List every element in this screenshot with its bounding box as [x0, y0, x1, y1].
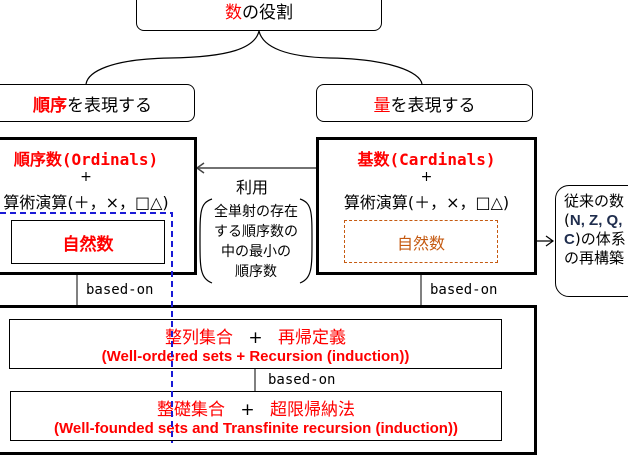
root-box: 数の役割: [136, 0, 382, 31]
callout-paren: (: [564, 211, 570, 229]
based-on-label-right: based-on: [430, 282, 498, 298]
well-founded-sets: 整礎集合: [156, 400, 225, 420]
well-founded-jp: 整礎集合 + 超限帰納法: [157, 395, 355, 420]
left-paren: [199, 198, 213, 284]
brace-connector: [258, 30, 423, 85]
well-ordered-jp: 整列集合 + 再帰定義: [165, 323, 346, 348]
ordinals-operations: 算術演算(＋，×，□△): [3, 193, 169, 212]
well-ordered-box: 整列集合 + 再帰定義 (Well-ordered sets + Recursi…: [9, 319, 502, 369]
cardinals-title: 基数(Cardinals): [357, 150, 496, 169]
usage-note-line: 全単射の存在: [214, 204, 298, 220]
ordinals-box: 順序数(Ordinals) + 算術演算(＋，×，□△) 自然数: [0, 137, 197, 275]
callout-line: (N, Z, Q,: [564, 211, 628, 230]
order-highlight: 順序: [33, 95, 67, 116]
usage-note: 全単射の存在 する順序数の 中の最小の 順序数: [203, 202, 309, 282]
well-founded-en: (Well-founded sets and Transfinite recur…: [54, 420, 458, 437]
well-ordered-en: (Well-ordered sets + Recursion (inductio…: [101, 348, 410, 365]
order-role-box: 順序を表現する: [0, 84, 195, 122]
callout-box: 従来の数 (N, Z, Q, C)の体系 の再構築: [555, 185, 628, 297]
based-on-label-inner: based-on: [268, 372, 336, 388]
quantity-rest: を表現する: [390, 95, 476, 116]
cardinals-box: 基数(Cardinals) + 算術演算(＋，×，□△) 自然数: [316, 137, 537, 275]
brace-connector: [85, 30, 260, 85]
quantity-role-box: 量を表現する: [316, 84, 533, 122]
transfinite-induction: 超限帰納法: [270, 400, 356, 420]
callout-line: の再構築: [564, 249, 625, 267]
well-ordered-sets: 整列集合: [164, 328, 233, 348]
plus-sign: +: [240, 400, 255, 420]
based-on-label-left: based-on: [86, 282, 154, 298]
usage-note-line: 順序数: [235, 264, 277, 280]
callout-line: C)の体系: [564, 230, 628, 249]
root-title: の役割: [242, 3, 293, 23]
callout-set-c: C: [564, 231, 575, 248]
cardinals-natural-numbers: 自然数: [396, 233, 445, 253]
ordinals-natural-numbers: 自然数: [62, 234, 114, 255]
usage-label: 利用: [236, 178, 269, 197]
cardinals-operations: 算術演算(＋，×，□△): [343, 193, 510, 212]
quantity-highlight: 量: [373, 95, 391, 116]
ordinals-title: 順序数(Ordinals): [13, 150, 159, 169]
ordinals-natural-box: 自然数: [11, 220, 165, 264]
order-rest: を表現する: [67, 95, 152, 116]
ordinals-plus: +: [80, 169, 92, 185]
plus-sign: +: [248, 328, 263, 348]
callout-system: )の体系: [574, 230, 626, 248]
cardinals-plus: +: [420, 169, 433, 185]
callout-line: 従来の数: [564, 192, 625, 210]
well-founded-box: 整礎集合 + 超限帰納法 (Well-founded sets and Tran…: [10, 391, 502, 441]
arrow-head: [195, 162, 205, 174]
right-paren: [299, 198, 313, 284]
callout-sets: N, Z, Q,: [569, 212, 623, 229]
cardinals-natural-box: 自然数: [344, 220, 498, 263]
arrow-head: [545, 235, 555, 247]
recursion-definition: 再帰定義: [278, 328, 347, 348]
usage-note-line: 中の最小の: [221, 244, 291, 260]
usage-note-line: する順序数の: [214, 224, 298, 240]
root-title-highlight: 数: [225, 3, 242, 23]
